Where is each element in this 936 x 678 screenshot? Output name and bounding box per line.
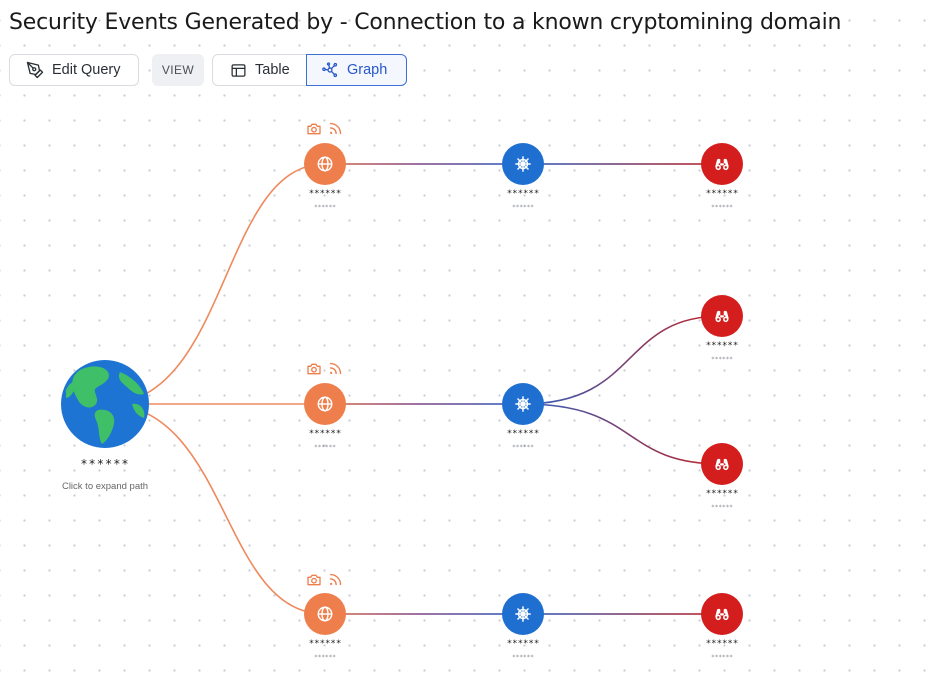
alert-node-sublabel: ****** bbox=[711, 356, 733, 363]
alert-node-label: ****** bbox=[706, 639, 739, 649]
ip-node-label: ****** bbox=[309, 639, 342, 649]
ip-node[interactable]: ****** ****** bbox=[304, 573, 346, 662]
alert-node-sublabel: ****** bbox=[711, 654, 733, 661]
edge-ip2-k8s2 bbox=[325, 403, 523, 405]
alert-node[interactable]: ****** ****** bbox=[701, 143, 743, 211]
k8s-node-sublabel: ****** bbox=[512, 444, 534, 451]
edge-k8s2-alert3 bbox=[522, 403, 723, 465]
edge-ip3-k8s3 bbox=[325, 613, 523, 615]
ip-node-label: ****** bbox=[309, 189, 342, 199]
edge-k8s3-alert4 bbox=[523, 613, 722, 615]
ip-node[interactable]: ****** ****** bbox=[304, 122, 346, 212]
k8s-node-sublabel: ****** bbox=[512, 654, 534, 661]
pen-nib-icon bbox=[26, 61, 44, 79]
alert-node[interactable]: ****** ****** bbox=[701, 295, 743, 363]
alert-node-sublabel: ****** bbox=[711, 504, 733, 511]
ip-node-label: ****** bbox=[309, 429, 342, 439]
helm-wheel-icon bbox=[515, 156, 531, 172]
edit-query-button[interactable]: Edit Query bbox=[9, 54, 139, 86]
root-node[interactable]: ****** Click to expand path bbox=[61, 360, 149, 492]
alert-node-label: ****** bbox=[706, 189, 739, 199]
k8s-node[interactable]: ****** ****** bbox=[502, 143, 544, 211]
ip-node[interactable]: ****** ****** bbox=[304, 362, 346, 452]
ip-node-sublabel: ****** bbox=[314, 444, 336, 451]
alert-node-label: ****** bbox=[706, 341, 739, 351]
rss-icon[interactable] bbox=[329, 573, 342, 586]
alert-node-label: ****** bbox=[706, 489, 739, 499]
view-label: VIEW bbox=[152, 54, 204, 86]
rss-icon[interactable] bbox=[329, 122, 342, 135]
root-node-expand-hint: Click to expand path bbox=[62, 481, 148, 492]
edge-ip1-k8s1 bbox=[325, 163, 523, 165]
edge-k8s1-alert1 bbox=[523, 163, 722, 165]
alert-node[interactable]: ****** ****** bbox=[701, 593, 743, 661]
table-icon bbox=[231, 63, 246, 77]
rss-icon[interactable] bbox=[329, 362, 342, 375]
helm-wheel-icon bbox=[515, 396, 531, 412]
graph-icon bbox=[322, 62, 338, 78]
camera-icon[interactable] bbox=[307, 123, 321, 135]
k8s-node-label: ****** bbox=[507, 189, 540, 199]
ip-node-sublabel: ****** bbox=[314, 654, 336, 661]
page-title: Security Events Generated by - Connectio… bbox=[9, 10, 842, 35]
k8s-node-sublabel: ****** bbox=[512, 204, 534, 211]
alert-node[interactable]: ****** ****** bbox=[701, 443, 743, 511]
edit-query-label: Edit Query bbox=[52, 62, 121, 78]
tab-graph-label: Graph bbox=[347, 62, 388, 78]
globe-icon bbox=[61, 360, 149, 448]
view-toggle: Table Graph bbox=[212, 54, 407, 86]
k8s-node[interactable]: ****** ****** bbox=[502, 383, 544, 451]
helm-wheel-icon bbox=[515, 606, 531, 622]
camera-icon[interactable] bbox=[307, 574, 321, 586]
edge-root-ip-1 bbox=[104, 163, 326, 405]
tab-graph[interactable]: Graph bbox=[306, 54, 407, 86]
k8s-node[interactable]: ****** ****** bbox=[502, 593, 544, 661]
tab-table-label: Table bbox=[255, 62, 290, 78]
ip-node-sublabel: ****** bbox=[314, 204, 336, 211]
alert-node-sublabel: ****** bbox=[711, 204, 733, 211]
edge-k8s2-alert2 bbox=[522, 315, 723, 405]
root-node-label: ****** bbox=[80, 457, 129, 471]
k8s-node-label: ****** bbox=[507, 429, 540, 439]
tab-table[interactable]: Table bbox=[212, 54, 307, 86]
camera-icon[interactable] bbox=[307, 363, 321, 375]
k8s-node-label: ****** bbox=[507, 639, 540, 649]
edge-root-ip-3 bbox=[104, 403, 326, 615]
